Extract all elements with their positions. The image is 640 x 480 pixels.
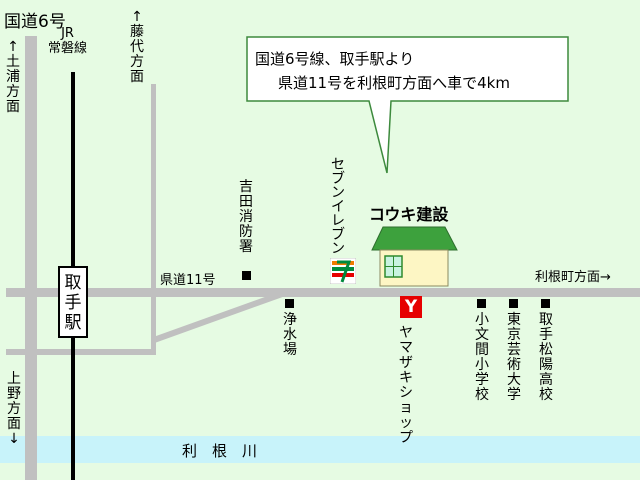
toride-shoyo-label: 取 手 松 陽 高 校 bbox=[539, 312, 553, 403]
toride-station-box bbox=[58, 266, 88, 338]
tone-direction-label: 利根町方面→ bbox=[535, 270, 611, 285]
river bbox=[0, 436, 640, 463]
callout-line-2: 県道11号を利根町方面へ車で4km bbox=[278, 74, 510, 92]
komonma-school-marker bbox=[477, 299, 486, 308]
jr-line-label: JR 常磐線 bbox=[48, 26, 88, 56]
seven-eleven-logo-icon bbox=[330, 258, 356, 284]
water-plant-label: 浄 水 場 bbox=[283, 312, 297, 358]
river-label: 利 根 川 bbox=[182, 442, 258, 460]
station-south-road bbox=[6, 349, 156, 355]
national-route-6-road bbox=[25, 36, 37, 480]
prefectural-route-11-road bbox=[6, 288, 640, 297]
water-plant-marker bbox=[285, 299, 294, 308]
yamazaki-logo-icon: Y bbox=[400, 296, 422, 318]
toride-station-label: 取 手 駅 bbox=[64, 273, 82, 333]
tsuchiura-direction-label: ↑ 土 浦 方 面 bbox=[6, 39, 20, 115]
fire-station-label: 吉 田 消 防 署 bbox=[239, 179, 253, 255]
destination-house-icon bbox=[371, 226, 458, 287]
fire-station-marker bbox=[242, 271, 251, 280]
seven-eleven-label: セ ブ ン イ レ ブ ン bbox=[331, 157, 345, 257]
callout-line-1: 国道6号線、取手駅より bbox=[255, 50, 415, 68]
prefectural-route-11-label: 県道11号 bbox=[160, 273, 216, 288]
fujishiro-road bbox=[151, 84, 156, 354]
tokyo-geijutsu-label: 東 京 芸 術 大 学 bbox=[507, 312, 521, 403]
tokyo-geijutsu-marker bbox=[509, 299, 518, 308]
map-title: 国道6号 bbox=[4, 12, 66, 32]
ueno-direction-label: 上 野 方 面 ↓ bbox=[7, 371, 21, 447]
komonma-school-label: 小 文 間 小 学 校 bbox=[475, 312, 489, 403]
destination-name: コウキ建設 bbox=[369, 205, 449, 224]
fujishiro-direction-label: ↑ 藤 代 方 面 bbox=[130, 9, 144, 85]
yamazaki-shop-label: ヤ マ ザ キ シ ョ ッ プ bbox=[399, 325, 413, 446]
toride-shoyo-marker bbox=[541, 299, 550, 308]
